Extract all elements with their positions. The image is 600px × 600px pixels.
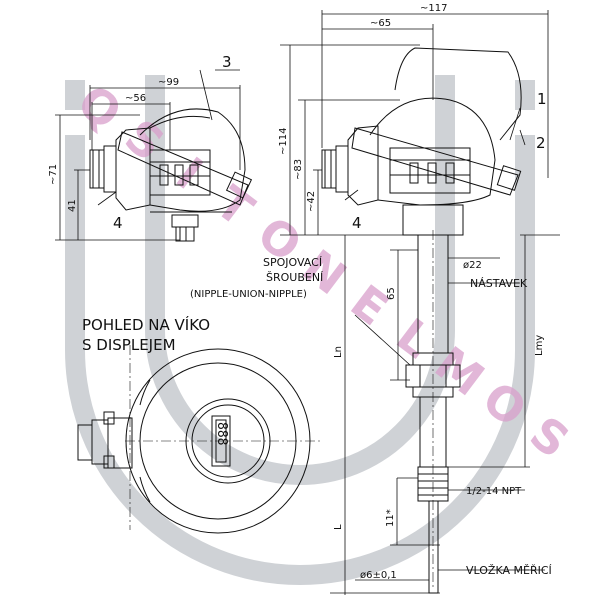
left-dimensions <box>55 69 241 241</box>
dim-114: ~114 <box>278 128 289 155</box>
callout-2: 2 <box>536 134 546 152</box>
dim-56: ~56 <box>125 93 146 104</box>
watermark-letter: E <box>341 274 399 336</box>
label-spojovaci: SPOJOVACÍ <box>263 256 322 269</box>
label-sroubeni: ŠROUBENÍ <box>266 271 323 284</box>
dim-83: ~83 <box>293 159 304 180</box>
dim-thread: 1/2-14 NPT <box>466 486 522 497</box>
callout-4-left: 4 <box>113 214 123 232</box>
left-head-view <box>89 108 253 242</box>
label-vlozka: VLOŽKA MĚŘICÍ <box>466 564 552 577</box>
callout-4-right: 4 <box>352 214 362 232</box>
dim-22: ø22 <box>463 260 482 271</box>
dim-71: ~71 <box>48 164 59 185</box>
callout-3: 3 <box>222 53 232 71</box>
callout-numbers: 1 2 3 4 4 <box>113 53 547 232</box>
callout-1: 1 <box>537 90 547 108</box>
dim-lmy: Lmy <box>534 335 545 356</box>
label-nastavek: NÁSTAVEK <box>470 277 528 290</box>
dim-ln: Ln <box>333 346 344 358</box>
right-dimensions <box>280 10 560 595</box>
dim-117: ~117 <box>420 3 447 14</box>
text-labels: SPOJOVACÍ ŠROUBENÍ (NIPPLE-UNION-NIPPLE)… <box>82 256 552 577</box>
watermark-letter: S <box>520 406 579 469</box>
watermark-ring <box>65 75 535 585</box>
watermark-letter: T <box>206 175 264 237</box>
dim-99: ~99 <box>158 77 179 88</box>
right-head-view <box>321 47 522 594</box>
dim-65-side: 65 <box>386 287 397 300</box>
label-nipple: (NIPPLE-UNION-NIPPLE) <box>190 289 307 300</box>
label-pohled-line1: POHLED NA VÍKO <box>82 315 210 334</box>
dim-6: ø6±0,1 <box>360 570 397 581</box>
dim-11: 11* <box>385 509 396 527</box>
dim-41: 41 <box>67 199 78 212</box>
label-pohled-line2: S DISPLEJEM <box>82 336 176 354</box>
dimension-labels: ~117 ~65 ~99 ~56 ~114 ~83 ~42 ~71 41 65 … <box>48 3 545 581</box>
dim-42: ~42 <box>306 191 317 212</box>
dim-l: L <box>333 524 344 530</box>
display-readout: 888 <box>214 422 229 445</box>
top-lid-view <box>77 345 320 534</box>
dim-65-top: ~65 <box>370 18 391 29</box>
